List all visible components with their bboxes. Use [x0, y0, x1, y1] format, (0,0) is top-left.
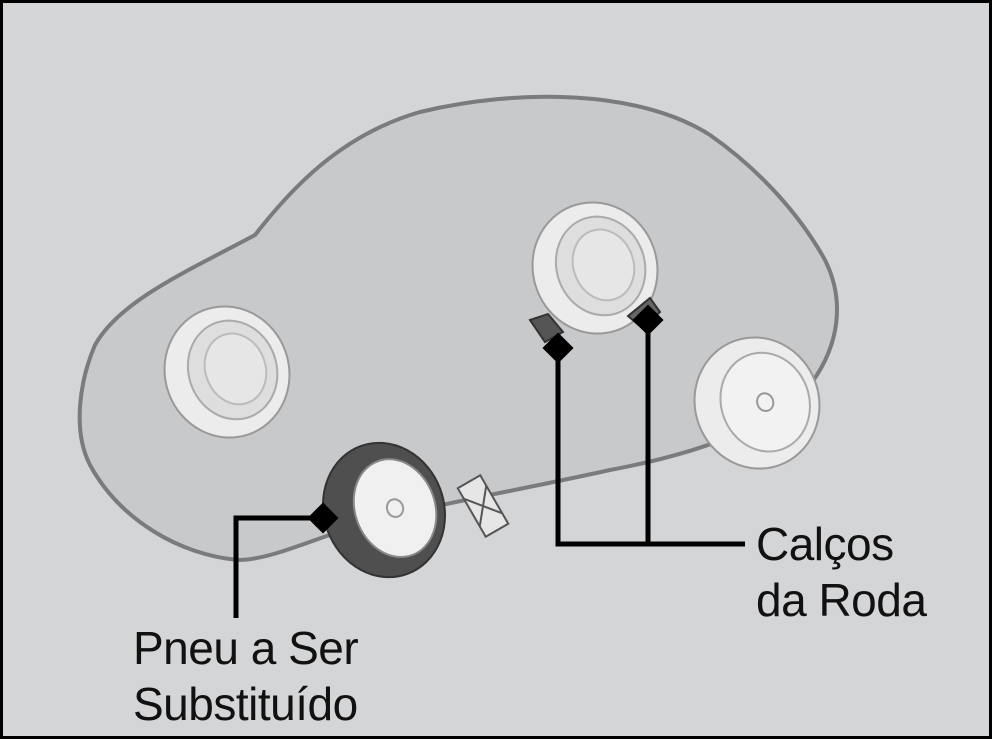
tire-to-replace	[322, 441, 446, 579]
front-right-tire	[693, 336, 821, 470]
label-tire-to-replace: Pneu a Ser Substituído	[133, 620, 359, 732]
leader-marker-chock-left	[542, 332, 574, 364]
label-chocks-line-2: da Roda	[756, 574, 927, 626]
jack-icon	[456, 473, 510, 539]
label-chocks-line-1: Calços	[756, 518, 894, 570]
rear-left-tire	[163, 305, 291, 439]
wheel-chock-icon	[528, 312, 565, 344]
leader-line-tire	[233, 515, 318, 618]
label-wheel-chocks: Calços da Roda	[756, 516, 927, 628]
leader-marker-chock-right	[632, 304, 664, 336]
leader-line-chock-left	[555, 348, 745, 547]
leader-marker-tire	[307, 502, 339, 534]
label-tire-line-1: Pneu a Ser	[133, 622, 359, 674]
label-tire-line-2: Substituído	[133, 678, 358, 730]
rear-right-tire	[531, 201, 659, 335]
